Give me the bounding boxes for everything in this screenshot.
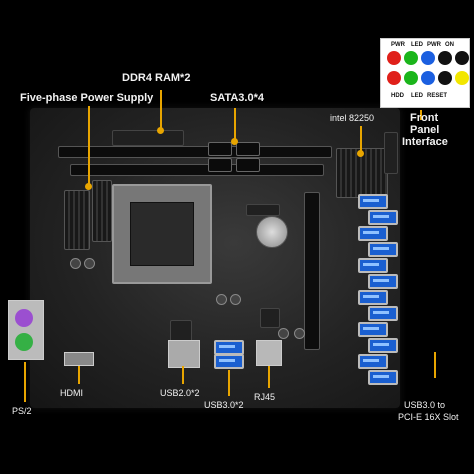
callout-five-phase-dot	[85, 183, 92, 190]
ram-slot-2	[70, 164, 324, 176]
label-rj45: RJ45	[254, 392, 276, 402]
cpu-socket	[112, 184, 212, 284]
usb3-vertical-port-7	[358, 290, 388, 305]
pin-top-1	[387, 51, 401, 65]
callout-usb3	[228, 370, 230, 396]
audio-chip	[170, 320, 192, 342]
usb3-vertical-port-1	[358, 194, 388, 209]
bios-chip	[246, 204, 280, 216]
callout-sata-dot	[231, 138, 238, 145]
sata-port-2	[236, 142, 260, 156]
callout-intel	[360, 126, 362, 152]
capacitor	[84, 258, 95, 269]
cmos-battery	[256, 216, 288, 248]
usb3-vertical-port-4	[368, 242, 398, 257]
usb3-vertical-port-12	[368, 370, 398, 385]
capacitor	[294, 328, 305, 339]
callout-usb2	[182, 366, 184, 384]
vrm-heatsink-top	[92, 180, 112, 242]
label-usb3-pcie-1: USB3.0 to	[404, 400, 446, 410]
pin-top-5	[455, 51, 469, 65]
callout-ddr4-dot	[157, 127, 164, 134]
pin-bottom-5	[455, 71, 469, 85]
pin-label-hdd: HDD	[391, 93, 404, 99]
callout-usb3-pcie	[434, 352, 436, 378]
sata-port-1	[208, 142, 232, 156]
pin-bottom-3	[421, 71, 435, 85]
pin-top-4	[438, 51, 452, 65]
label-ps2: PS/2	[12, 406, 32, 416]
pin-label-on-top: ON	[445, 42, 454, 48]
label-intel: intel 82250	[330, 113, 375, 123]
callout-hdmi	[78, 366, 80, 384]
pin-label-led-top: LED	[411, 42, 423, 48]
usb3-vertical-port-6	[368, 274, 398, 289]
sata-port-3	[208, 158, 232, 172]
atx-power-connector	[112, 130, 184, 146]
usb3-vertical-port-8	[368, 306, 398, 321]
label-usb2: USB2.0*2	[160, 388, 200, 398]
label-front-panel-1: Front	[410, 112, 439, 124]
lan-chip	[260, 308, 280, 328]
usb3-vertical-port-5	[358, 258, 388, 273]
vrm-heatsink-left	[64, 190, 90, 250]
callout-sata	[234, 108, 236, 140]
pin-label-led-bottom: LED	[411, 93, 423, 99]
capacitor	[70, 258, 81, 269]
label-hdmi: HDMI	[60, 388, 83, 398]
capacitor	[230, 294, 241, 305]
usb2-ports	[168, 340, 200, 368]
callout-ddr4	[160, 90, 162, 130]
pin-bottom-4	[438, 71, 452, 85]
usb3-rear-port-2	[214, 354, 244, 369]
usb3-vertical-port-3	[358, 226, 388, 241]
pcie-slot	[304, 192, 320, 350]
callout-intel-dot	[357, 150, 364, 157]
label-five-phase: Five-phase Power Supply	[20, 92, 154, 104]
capacitor	[216, 294, 227, 305]
pin-label-pwr-on-top: PWR	[427, 42, 441, 48]
pin-top-3	[421, 51, 435, 65]
hdmi-port	[64, 352, 94, 366]
front-panel-pin-diagram: PWR LED PWR ON HDD LED RESET	[380, 38, 470, 108]
label-front-panel-2: Panel	[410, 124, 440, 136]
label-usb3-pcie-2: PCI-E 16X Slot	[398, 412, 459, 422]
usb3-rear-port-1	[214, 340, 244, 355]
label-front-panel-3: Interface	[402, 136, 448, 148]
pin-bottom-1	[387, 71, 401, 85]
pin-bottom-2	[404, 71, 418, 85]
usb3-vertical-port-2	[368, 210, 398, 225]
label-usb3: USB3.0*2	[204, 400, 244, 410]
pin-label-reset: RESET	[427, 93, 448, 99]
callout-ps2	[24, 362, 26, 402]
pin-top-2	[404, 51, 418, 65]
sata-port-4	[236, 158, 260, 172]
usb3-vertical-port-9	[358, 322, 388, 337]
ps2-port	[8, 300, 44, 360]
ram-slot-1	[58, 146, 332, 158]
pin-label-pwr-led-top: PWR	[391, 42, 405, 48]
label-ddr4: DDR4 RAM*2	[122, 72, 191, 84]
capacitor	[278, 328, 289, 339]
usb3-vertical-port-11	[358, 354, 388, 369]
front-panel-header	[384, 132, 398, 174]
usb3-vertical-port-10	[368, 338, 398, 353]
callout-five-phase	[88, 106, 90, 186]
rj45-port	[256, 340, 282, 366]
callout-rj45	[268, 366, 270, 388]
label-sata: SATA3.0*4	[210, 92, 265, 104]
callout-front-panel	[420, 110, 422, 120]
